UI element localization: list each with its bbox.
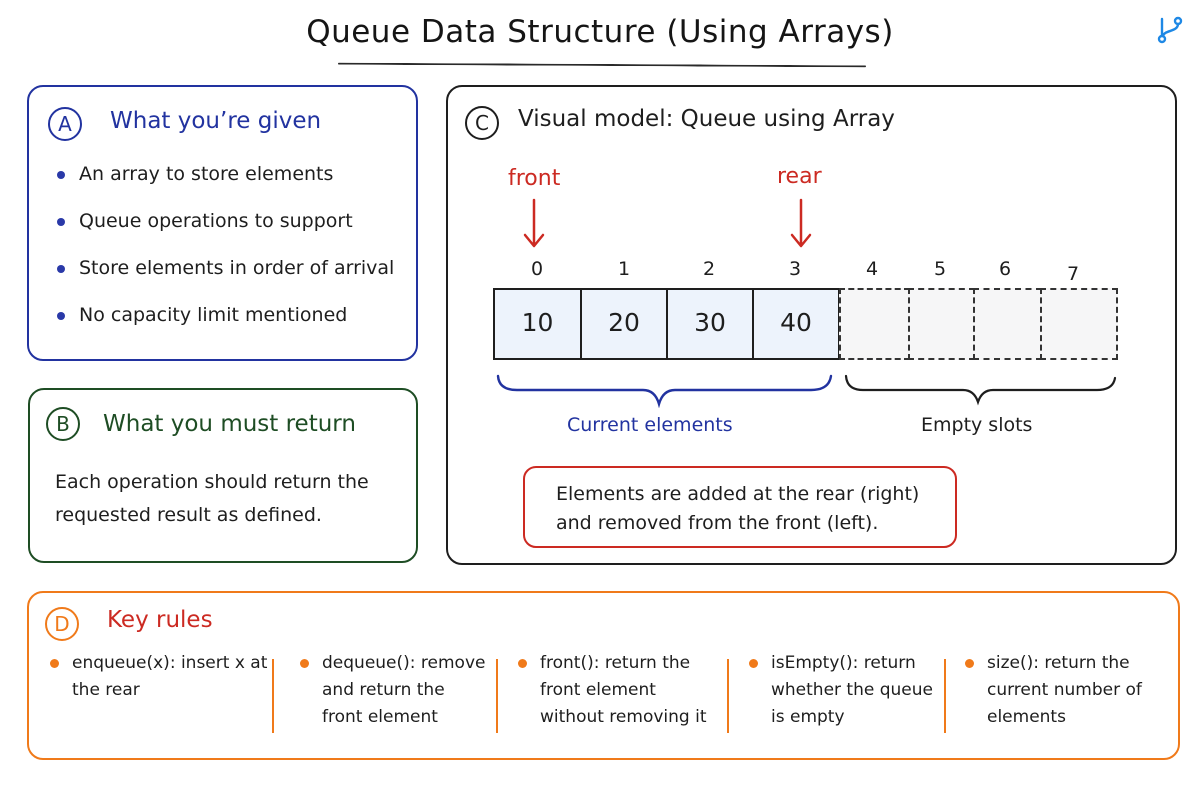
branch-icon	[1157, 16, 1183, 44]
bullet-dot	[57, 171, 65, 179]
given-panel: A What you’re given An array to store el…	[27, 85, 418, 361]
index-label: 7	[1066, 263, 1080, 285]
list-item-text: Queue operations to support	[79, 210, 353, 232]
front-arrow-icon	[523, 198, 545, 248]
index-label: 6	[998, 258, 1012, 280]
panel-d-badge: D	[45, 607, 79, 641]
empty-slots-label: Empty slots	[921, 414, 1033, 436]
rule-divider	[272, 659, 274, 733]
list-item-text: Store elements in order of arrival	[79, 257, 395, 279]
rule-text: front(): return the front element withou…	[540, 653, 707, 727]
array-cell: 10	[493, 288, 582, 360]
index-label: 2	[702, 258, 716, 280]
index-label: 5	[933, 258, 947, 280]
rule-text: dequeue(): remove and return the front e…	[322, 653, 486, 727]
array-cell: 30	[666, 288, 754, 360]
list-item-text: An array to store elements	[79, 163, 334, 185]
queue-note: Elements are added at the rear (right) a…	[523, 466, 957, 548]
panel-b-heading: What you must return	[103, 411, 356, 437]
panel-a-badge: A	[48, 107, 82, 141]
list-item-text: No capacity limit mentioned	[79, 304, 348, 326]
panel-c-badge: C	[465, 106, 499, 140]
rule-item: enqueue(x): insert x at the rear	[50, 650, 270, 704]
bullet-dot	[57, 312, 65, 320]
bullet-dot	[749, 659, 758, 668]
rear-pointer-label: rear	[777, 164, 822, 189]
bullet-dot	[57, 265, 65, 273]
rear-arrow-icon	[790, 198, 812, 248]
array-cell: 20	[580, 288, 668, 360]
rule-text: enqueue(x): insert x at the rear	[72, 653, 268, 700]
rule-divider	[496, 659, 498, 733]
rule-item: front(): return the front element withou…	[518, 650, 714, 731]
rule-text: isEmpty(): return whether the queue is e…	[771, 653, 933, 727]
visual-model-panel: C Visual model: Queue using Array	[446, 85, 1177, 565]
empty-cell	[839, 288, 910, 360]
title-underline	[337, 62, 867, 68]
rule-divider	[727, 659, 729, 733]
empty-cell	[973, 288, 1042, 360]
rule-item: size(): return the current number of ele…	[965, 650, 1170, 731]
empty-slots-brace	[844, 374, 1117, 406]
page-title: Queue Data Structure (Using Arrays)	[306, 14, 894, 50]
array-cell: 40	[752, 288, 840, 360]
bullet-dot	[518, 659, 527, 668]
current-elements-brace	[496, 374, 833, 408]
current-elements-label: Current elements	[567, 414, 733, 436]
rule-text: size(): return the current number of ele…	[987, 653, 1142, 727]
rule-divider	[944, 659, 946, 733]
index-label: 3	[788, 258, 802, 280]
index-label: 1	[617, 258, 631, 280]
panel-a-heading: What you’re given	[110, 108, 322, 134]
empty-cell	[908, 288, 975, 360]
index-label: 0	[530, 258, 544, 280]
bullet-dot	[57, 218, 65, 226]
return-panel: B What you must return Each operation sh…	[28, 388, 418, 563]
empty-cell	[1040, 288, 1118, 360]
key-rules-panel: D Key rules	[27, 591, 1180, 760]
front-pointer-label: front	[508, 166, 561, 191]
rule-item: dequeue(): remove and return the front e…	[300, 650, 490, 731]
bullet-dot	[300, 659, 309, 668]
rule-item: isEmpty(): return whether the queue is e…	[749, 650, 935, 731]
return-description: Each operation should return the request…	[55, 471, 369, 526]
index-label: 4	[865, 258, 879, 280]
bullet-dot	[50, 659, 59, 668]
panel-c-heading: Visual model: Queue using Array	[518, 106, 895, 132]
panel-b-badge: B	[46, 407, 80, 441]
bullet-dot	[965, 659, 974, 668]
panel-d-heading: Key rules	[107, 607, 213, 633]
